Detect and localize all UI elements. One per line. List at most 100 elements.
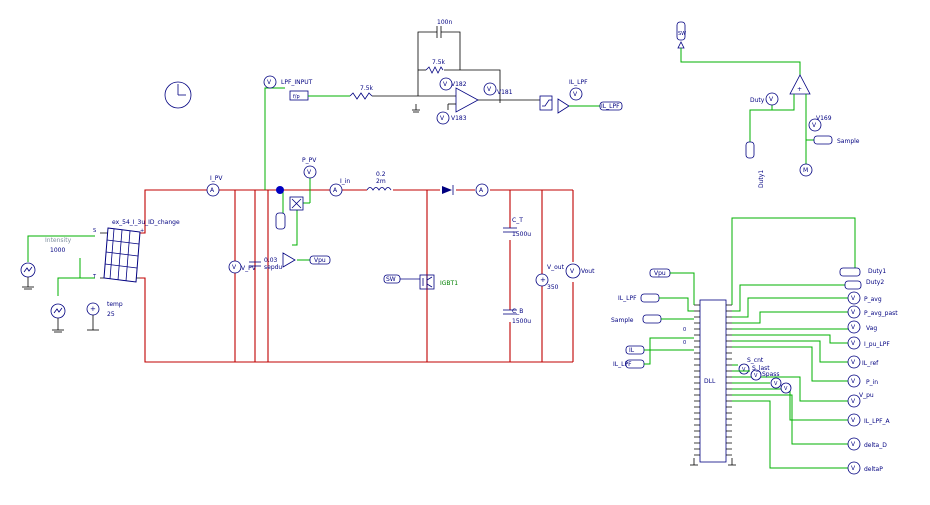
svg-text:V: V [851, 295, 856, 302]
svg-text:Spass: Spass [762, 371, 780, 378]
svg-text:sepdu: sepdu [264, 264, 282, 271]
vpu-gain: 0.03 sepdu Vpu [264, 252, 331, 271]
vout-meter: V Vout [565, 263, 595, 279]
svg-text:V: V [851, 378, 856, 385]
svg-text:7.5k: 7.5k [432, 59, 446, 66]
pwm-comparator: SW + V Duty Duty1 V V169 Sample M [676, 21, 860, 188]
svg-text:SW: SW [386, 276, 396, 283]
svg-text:1000: 1000 [50, 247, 65, 254]
output-voltage-source: + V_out 350 [535, 264, 565, 291]
svg-text:IL_LPF: IL_LPF [569, 79, 588, 86]
capacitor-c-b: C_B 1500u [503, 308, 531, 325]
svg-text:DLL: DLL [704, 378, 716, 385]
lpf-section: V LPF_INPUT f/p 7.5k 100n 7.5k V V182 V … [263, 19, 623, 125]
svg-text:V: V [443, 81, 448, 88]
inductor: 0.2 2m [366, 171, 392, 191]
svg-text:f/p: f/p [293, 94, 300, 100]
svg-text:V: V [754, 373, 758, 379]
svg-text:Vpu: Vpu [314, 257, 326, 264]
p-pv-meter: V P_PV [302, 157, 317, 179]
svg-text:ex_54_I_3u_ID_change: ex_54_I_3u_ID_change [112, 219, 180, 226]
i-in-sensor: A I_in [329, 178, 350, 197]
svg-text:V: V [769, 96, 774, 103]
svg-text:IL_LPF_A: IL_LPF_A [864, 418, 891, 425]
svg-text:M: M [803, 167, 808, 174]
svg-text:350: 350 [547, 284, 559, 291]
svg-text:Sample: Sample [611, 317, 634, 324]
svg-text:0: 0 [683, 327, 686, 333]
intensity-source: Intensity 1000 [20, 235, 95, 290]
svg-text:V: V [487, 86, 492, 93]
svg-text:IL_LPF: IL_LPF [618, 295, 637, 302]
svg-text:C_B: C_B [512, 308, 523, 315]
svg-text:V: V [812, 122, 817, 129]
svg-text:V_pu: V_pu [859, 392, 874, 399]
svg-text:IL_LPF: IL_LPF [613, 361, 632, 368]
svg-text:SW: SW [678, 31, 686, 37]
svg-text:1500u: 1500u [512, 318, 531, 325]
svg-text:Vpu: Vpu [654, 270, 666, 277]
i-pv-sensor: A I_PV [206, 175, 223, 197]
svg-text:S: S [93, 228, 96, 234]
pv-control-signals [264, 87, 311, 261]
svg-text:temp: temp [107, 301, 123, 308]
svg-text:S_last: S_last [752, 365, 770, 372]
svg-text:V: V [851, 398, 856, 405]
dll-outputs: Duty1 Duty2 V P_avg V P_avg_past V Vag V… [731, 217, 898, 475]
svg-text:Vout: Vout [581, 268, 595, 275]
svg-text:I_in: I_in [340, 178, 350, 185]
svg-text:A: A [333, 187, 338, 194]
igbt-switch: IGBT1 [419, 274, 458, 290]
svg-text:P_avg_past: P_avg_past [864, 310, 898, 317]
svg-text:V: V [570, 268, 575, 275]
svg-text:0.2: 0.2 [376, 171, 386, 178]
svg-text:2m: 2m [376, 178, 386, 185]
svg-text:V: V [851, 324, 856, 331]
svg-text:P_PV: P_PV [302, 157, 317, 164]
svg-text:A: A [479, 187, 484, 194]
multiplier-block [289, 196, 304, 211]
power-circuit [140, 189, 574, 363]
svg-text:Duty: Duty [750, 97, 765, 104]
svg-text:V: V [440, 115, 445, 122]
svg-text:S_cnt: S_cnt [747, 357, 764, 364]
svg-text:I_PV: I_PV [210, 175, 223, 182]
svg-text:IL_LPF: IL_LPF [601, 103, 620, 110]
svg-text:P_in: P_in [866, 379, 878, 386]
dll-inputs: Vpu IL_LPF Sample 0 0 IL IL_LPF [611, 268, 695, 369]
svg-text:V183: V183 [451, 115, 467, 122]
svg-text:0: 0 [683, 340, 686, 346]
svg-text:T: T [92, 274, 97, 280]
timer-clock-icon [164, 81, 192, 109]
svg-text:IGBT1: IGBT1 [440, 280, 458, 287]
svg-text:V181: V181 [497, 89, 513, 96]
svg-text:V_PV: V_PV [241, 265, 257, 272]
svg-text:IL: IL [629, 347, 635, 354]
svg-text:IL_ref: IL_ref [862, 360, 879, 367]
svg-text:V: V [742, 367, 746, 373]
svg-text:+: + [90, 305, 96, 313]
capacitor-c-t: C_T 1500u [503, 217, 531, 238]
svg-text:25: 25 [107, 311, 115, 318]
svg-text:Duty1: Duty1 [868, 268, 886, 275]
svg-text:Sample: Sample [837, 138, 860, 145]
pv-panel: ex_54_I_3u_ID_change S T + [92, 219, 180, 283]
svg-text:V: V [774, 381, 778, 387]
out-current-sensor: A [475, 183, 489, 197]
sw-gate-tag: SW [383, 274, 420, 284]
svg-text:Intensity: Intensity [45, 237, 72, 244]
svg-text:V: V [307, 169, 312, 176]
svg-text:V: V [784, 386, 788, 392]
svg-text:V: V [573, 91, 578, 98]
svg-text:V: V [851, 417, 856, 424]
svg-text:Duty1: Duty1 [758, 170, 765, 188]
svg-text:1500u: 1500u [512, 231, 531, 238]
svg-text:delta_D: delta_D [864, 442, 887, 449]
svg-text:V: V [851, 441, 856, 448]
svg-text:7.5k: 7.5k [360, 85, 374, 92]
svg-text:V: V [851, 340, 856, 347]
svg-text:+: + [797, 86, 802, 93]
diode [442, 185, 454, 195]
svg-text:Duty2: Duty2 [866, 279, 884, 286]
svg-text:V: V [851, 309, 856, 316]
